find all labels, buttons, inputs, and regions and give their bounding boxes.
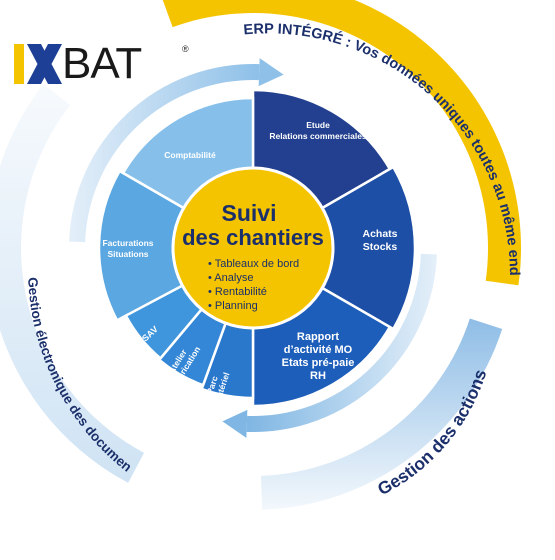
arrowhead-top-icon [258,58,284,87]
center-disc [171,166,335,330]
segment-label-line: Stocks [363,241,398,253]
cycle-arrow-bottom [246,253,437,432]
logo-mark-icon [14,44,62,84]
center-bullet: • Rentabilité [208,286,267,298]
logo-text: BAT [62,39,142,88]
segment-label-line: Facturations [102,238,153,248]
segment-label-comptabilite: Comptabilité [164,150,216,160]
segment-label-line: d’activité MO [284,344,353,356]
center-title-2: des chantiers [182,225,324,250]
center-title-1: Suivi [222,200,277,226]
segment-label-line: Etude [306,120,330,130]
segment-label-line: Rapport [297,331,340,343]
segment-label-line: RH [310,370,326,382]
center-bullet: • Planning [208,300,258,312]
logo-registered: ® [182,44,189,54]
documents-band [0,84,145,483]
segment-label-line: Achats [362,228,397,240]
center-hub: Suivi des chantiers • Tableaux de bord •… [171,166,335,330]
center-bullet: • Analyse [208,272,253,284]
erp-band [162,0,521,286]
ixbat-logo: BAT ® [14,40,189,88]
segment-label-line: Situations [107,249,148,259]
cycle-arrow-top [69,64,260,243]
arrowhead-bottom-icon [222,409,248,438]
segment-label-line: Etats pré-paie [282,357,355,369]
actions-band [260,318,503,510]
segment-label-line: Relations commerciales [269,131,367,141]
center-bullet: • Tableaux de bord [208,258,299,270]
segment-label-line: Comptabilité [164,150,216,160]
